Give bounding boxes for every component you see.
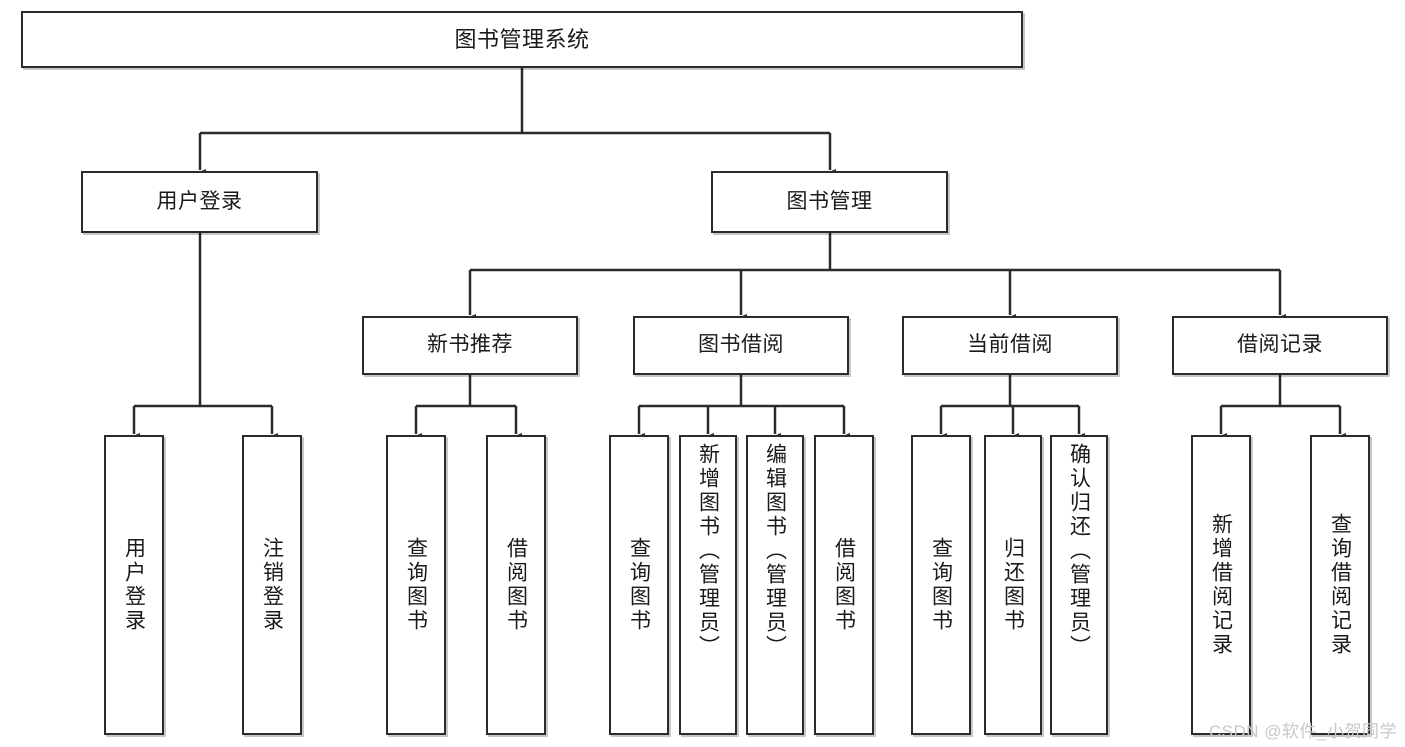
node-leaf-borrow-book-2[interactable]: 借阅图书: [814, 435, 874, 735]
watermark: CSDN @软件_小贺同学: [1208, 722, 1397, 741]
node-leaf-return-book[interactable]: 归还图书: [984, 435, 1042, 735]
node-leaf-add-record[interactable]: 新增借阅记录: [1191, 435, 1251, 735]
node-leaf-user-login[interactable]: 用户登录: [104, 435, 164, 735]
node-label: 归还图书: [1001, 537, 1025, 633]
node-label: 注销登录: [260, 537, 284, 633]
node-new-book-rec[interactable]: 新书推荐: [362, 316, 578, 375]
node-book-borrow[interactable]: 图书借阅: [633, 316, 849, 375]
node-label: 借阅记录: [1237, 333, 1323, 357]
node-label: 图书借阅: [698, 333, 784, 357]
node-label: 用户登录: [156, 189, 243, 213]
node-borrow-record[interactable]: 借阅记录: [1172, 316, 1388, 375]
node-current-borrow[interactable]: 当前借阅: [902, 316, 1118, 375]
node-leaf-edit-book[interactable]: 编辑图书（管理员）: [746, 435, 804, 735]
node-label: 图书管理系统: [454, 26, 590, 52]
node-root[interactable]: 图书管理系统: [21, 11, 1023, 68]
node-leaf-query-record[interactable]: 查询借阅记录: [1310, 435, 1370, 735]
node-leaf-query-book-2[interactable]: 查询图书: [609, 435, 669, 735]
node-label: 编辑图书（管理员）: [763, 443, 787, 659]
node-label: 新书推荐: [427, 333, 513, 357]
node-leaf-add-book[interactable]: 新增图书（管理员）: [679, 435, 737, 735]
node-leaf-user-logout[interactable]: 注销登录: [242, 435, 302, 735]
node-label: 新增图书（管理员）: [696, 443, 720, 659]
node-label: 查询借阅记录: [1328, 513, 1352, 657]
node-label: 查询图书: [929, 537, 953, 633]
node-book-manage[interactable]: 图书管理: [711, 171, 948, 233]
edge-paths: [128, 68, 1346, 443]
node-label: 图书管理: [786, 189, 873, 213]
node-leaf-query-book-1[interactable]: 查询图书: [386, 435, 446, 735]
node-label: 借阅图书: [504, 537, 528, 633]
node-label: 当前借阅: [967, 333, 1053, 357]
node-label: 新增借阅记录: [1209, 513, 1233, 657]
node-user-login[interactable]: 用户登录: [81, 171, 318, 233]
node-leaf-query-book-3[interactable]: 查询图书: [911, 435, 971, 735]
node-label: 用户登录: [122, 537, 146, 633]
node-label: 查询图书: [627, 537, 651, 633]
node-leaf-borrow-book-1[interactable]: 借阅图书: [486, 435, 546, 735]
node-label: 确认归还（管理员）: [1067, 443, 1091, 659]
node-label: 查询图书: [404, 537, 428, 633]
node-label: 借阅图书: [832, 537, 856, 633]
node-leaf-confirm-return[interactable]: 确认归还（管理员）: [1050, 435, 1108, 735]
